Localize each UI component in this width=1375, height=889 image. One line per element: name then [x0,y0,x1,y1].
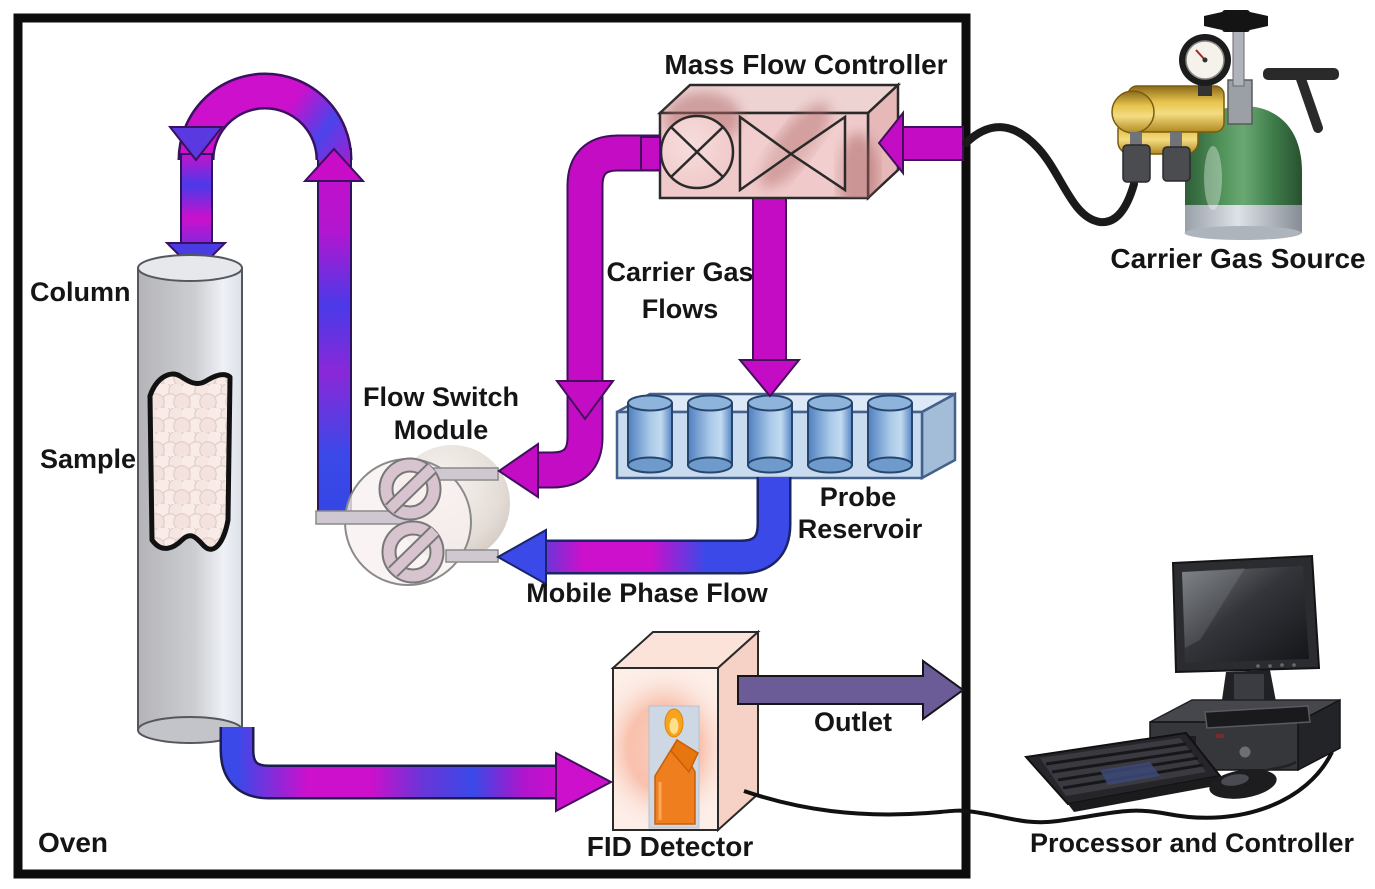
carrier-gas-flows-label-line2: Flows [642,294,719,324]
sample-label: Sample [40,444,136,474]
mass-flow-controller-label: Mass Flow Controller [664,49,947,80]
flame-icon [648,705,700,829]
column-label: Column [30,277,131,307]
carrier-gas-inlet-arrow [877,110,964,176]
outlet-label: Outlet [814,707,892,737]
probe-reservoir [615,391,957,481]
module-bottom-port [445,549,499,563]
mouse [1209,760,1297,799]
fid-detector [610,629,761,833]
probe-vials [627,394,913,474]
carrier-gas-source [962,10,1339,240]
switch-loop-coils [378,457,445,584]
computer [1024,554,1341,812]
cylinder-knob [1204,10,1268,32]
power-button [1239,746,1251,758]
flow-switch-module [315,445,510,586]
carrier-gas-to-module-arrow [497,134,659,499]
fid-detector-label: FID Detector [587,831,754,862]
oven-boundary [13,13,971,879]
column-to-detector-arrow [219,727,614,813]
carrier-gas-line [962,123,1138,227]
flow-meter-symbol [659,114,735,190]
flow-switch-module-label-line1: Flow Switch [363,382,519,412]
desktop-tower [1149,698,1341,772]
carrier-gas-to-reservoir-arrow [737,196,802,398]
oven-label: Oven [38,827,108,858]
carrier-gas-source-label: Carrier Gas Source [1110,243,1365,274]
processor-and-controller-label: Processor and Controller [1030,828,1355,858]
recirculation-arrow [164,72,366,523]
regulator [1111,10,1339,183]
sample [147,371,233,552]
monitor [1171,554,1321,714]
signal-cable [743,751,1334,825]
probe-reservoir-label-line2: Reservoir [798,514,923,544]
probe-reservoir-label-line1: Probe [820,482,897,512]
flow-switch-module-label-line2: Module [394,415,489,445]
pressure-gauge [1179,34,1231,96]
mass-flow-controller [640,82,902,201]
outlet-arrow [737,659,965,721]
cd-drive [1204,705,1311,729]
valve-symbol [738,114,847,193]
mobile-phase-flow-label: Mobile Phase Flow [526,578,769,608]
carrier-gas-flows-label-line1: Carrier Gas [606,257,753,287]
module-top-port [429,467,499,481]
mobile-phase-flow-arrow [495,477,792,586]
keyboard [1024,731,1226,812]
t-handle [1263,68,1339,133]
mfc-left-stub [640,136,661,171]
